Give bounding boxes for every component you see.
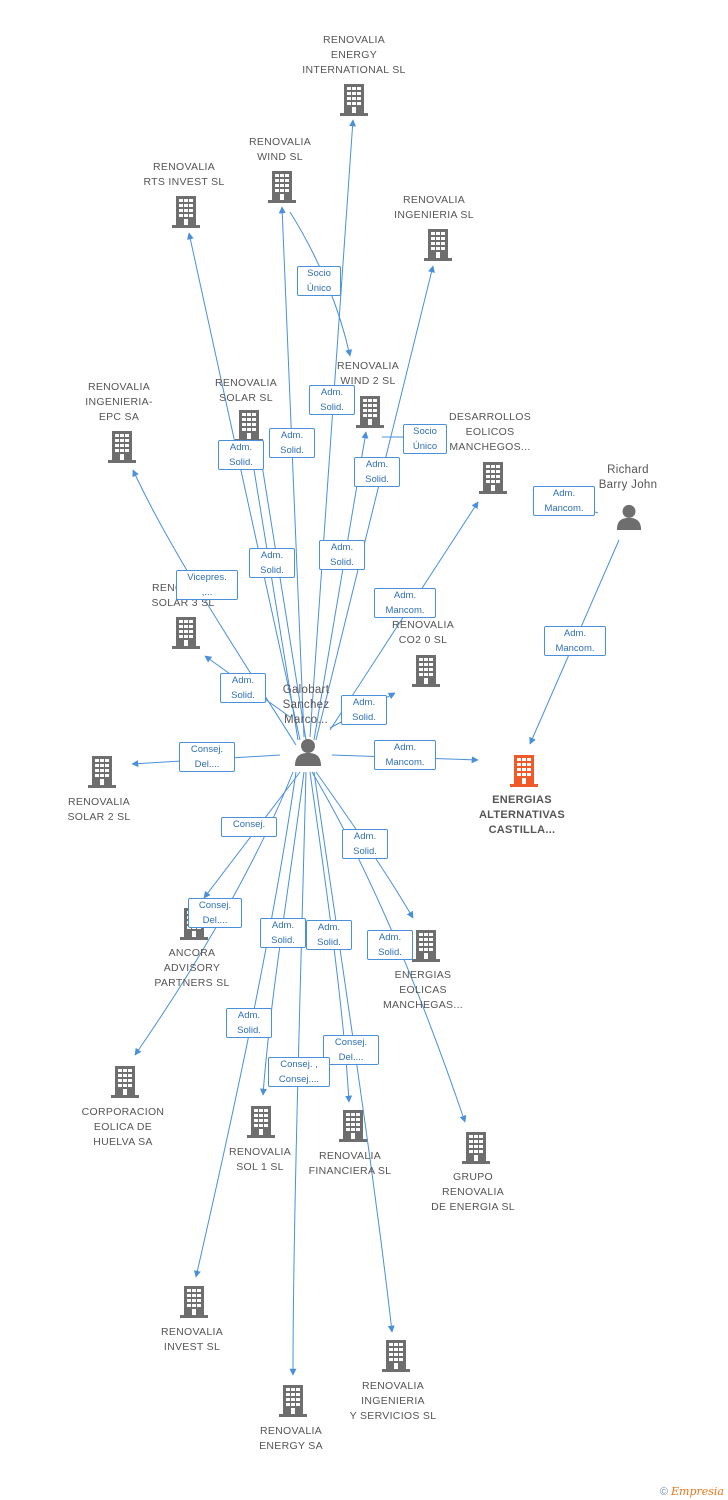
- building-icon[interactable]: [382, 1340, 410, 1372]
- company-label[interactable]: ENERGIAS EOLICAS MANCHEGAS...: [382, 969, 464, 1011]
- building-icon[interactable]: [340, 84, 368, 116]
- relation-label[interactable]: Adm. Solid.: [249, 548, 295, 578]
- relation-label[interactable]: Adm. Mancom.: [374, 588, 436, 618]
- person-label-center[interactable]: Galobart Sanchez Marco...: [282, 684, 330, 726]
- building-icon[interactable]: [424, 229, 452, 261]
- edge-solar: [247, 444, 299, 741]
- company-label[interactable]: RENOVALIA INGENIERIA Y SERVICIOS SL: [349, 1380, 437, 1422]
- company-label[interactable]: RENOVALIA SOL 1 SL: [228, 1146, 292, 1173]
- relation-label[interactable]: Adm. Mancom.: [533, 486, 595, 516]
- relation-label[interactable]: Adm. Mancom.: [374, 740, 436, 770]
- relation-label[interactable]: Vicepres. ,...: [176, 570, 238, 600]
- person-icon[interactable]: [295, 739, 321, 766]
- edge-ingenieria: [315, 265, 435, 741]
- main-company-building-icon[interactable]: [510, 755, 538, 787]
- building-icon[interactable]: [356, 396, 384, 428]
- company-label[interactable]: CORPORACION EOLICA DE HUELVA SA: [81, 1106, 165, 1148]
- relation-label[interactable]: Consej. Del....: [188, 898, 242, 928]
- relation-label[interactable]: Adm. Solid.: [269, 428, 315, 458]
- company-label[interactable]: RENOVALIA FINANCIERA SL: [308, 1150, 392, 1177]
- relation-label[interactable]: Adm. Solid.: [367, 930, 413, 960]
- relation-label[interactable]: Adm. Solid.: [226, 1008, 272, 1038]
- empresia-logo[interactable]: Empresia: [671, 1485, 724, 1498]
- company-label[interactable]: DESARROLLOS EOLICOS MANCHEGOS...: [448, 411, 532, 453]
- edge-energy-sa: [289, 771, 307, 1376]
- building-icon[interactable]: [108, 431, 136, 463]
- person-label-richard[interactable]: Richard Barry John: [598, 464, 658, 491]
- relation-label[interactable]: Socio Único: [297, 266, 341, 296]
- building-icon[interactable]: [339, 1110, 367, 1142]
- relation-label[interactable]: Adm. Solid.: [220, 673, 266, 703]
- edge-invest: [193, 771, 297, 1278]
- main-company-label[interactable]: ENERGIAS ALTERNATIVAS CASTILLA...: [478, 794, 566, 836]
- company-label[interactable]: GRUPO RENOVALIA DE ENERGIA SL: [431, 1171, 515, 1213]
- footer-brand: © Empresia: [660, 1485, 724, 1498]
- relation-label[interactable]: Adm. Solid.: [309, 385, 355, 415]
- building-icon[interactable]: [412, 655, 440, 687]
- copyright-icon: ©: [659, 1486, 668, 1498]
- relation-label[interactable]: Socio Único: [403, 424, 447, 454]
- building-icon[interactable]: [479, 462, 507, 494]
- company-label[interactable]: ANCORA ADVISORY PARTNERS SL: [154, 947, 230, 989]
- relation-label[interactable]: Adm. Solid.: [306, 920, 352, 950]
- building-icon[interactable]: [268, 171, 296, 203]
- building-icon[interactable]: [235, 410, 263, 442]
- relation-label[interactable]: Adm. Solid.: [341, 695, 387, 725]
- company-label[interactable]: RENOVALIA WIND 2 SL: [336, 360, 400, 387]
- company-label[interactable]: RENOVALIA RTS INVEST SL: [143, 161, 225, 188]
- relation-label[interactable]: Consej.: [221, 817, 277, 837]
- relation-label[interactable]: Adm. Solid.: [260, 918, 306, 948]
- relation-label[interactable]: Adm. Solid.: [342, 829, 388, 859]
- company-label[interactable]: RENOVALIA ENERGY INTERNATIONAL SL: [302, 34, 406, 76]
- relation-label[interactable]: Consej. Del....: [323, 1035, 379, 1065]
- edge-wind: [278, 206, 305, 738]
- building-icon[interactable]: [88, 756, 116, 788]
- building-icon[interactable]: [247, 1106, 275, 1138]
- company-label[interactable]: RENOVALIA SOLAR SL: [214, 377, 278, 404]
- relation-label[interactable]: Consej. , Consej....: [268, 1057, 330, 1087]
- building-icon[interactable]: [172, 617, 200, 649]
- edge-energy-international: [309, 119, 357, 738]
- relation-label[interactable]: Consej. Del....: [179, 742, 235, 772]
- edge-corporacion: [134, 771, 294, 1056]
- building-icon[interactable]: [172, 196, 200, 228]
- company-label[interactable]: RENOVALIA INGENIERIA SL: [394, 194, 474, 221]
- company-label[interactable]: RENOVALIA SOLAR 2 SL: [67, 796, 131, 823]
- relation-label[interactable]: Adm. Solid.: [218, 440, 264, 470]
- company-label[interactable]: RENOVALIA INGENIERIA- EPC SA: [85, 381, 153, 423]
- relation-label[interactable]: Adm. Mancom.: [544, 626, 606, 656]
- building-icon[interactable]: [462, 1132, 490, 1164]
- building-icon[interactable]: [111, 1066, 139, 1098]
- company-label[interactable]: RENOVALIA CO2 0 SL: [391, 619, 455, 646]
- person-icon[interactable]: [616, 504, 642, 530]
- company-label[interactable]: RENOVALIA WIND SL: [248, 136, 312, 163]
- edge-rts-invest: [186, 232, 301, 741]
- company-label[interactable]: RENOVALIA ENERGY SA: [259, 1425, 323, 1452]
- company-label[interactable]: RENOVALIA INVEST SL: [160, 1326, 224, 1353]
- edge-solar-b: [255, 439, 307, 741]
- relation-label[interactable]: Adm. Solid.: [354, 457, 400, 487]
- building-icon[interactable]: [180, 1286, 208, 1318]
- relation-label[interactable]: Adm. Solid.: [319, 540, 365, 570]
- building-icon[interactable]: [279, 1385, 307, 1417]
- building-icon[interactable]: [412, 930, 440, 962]
